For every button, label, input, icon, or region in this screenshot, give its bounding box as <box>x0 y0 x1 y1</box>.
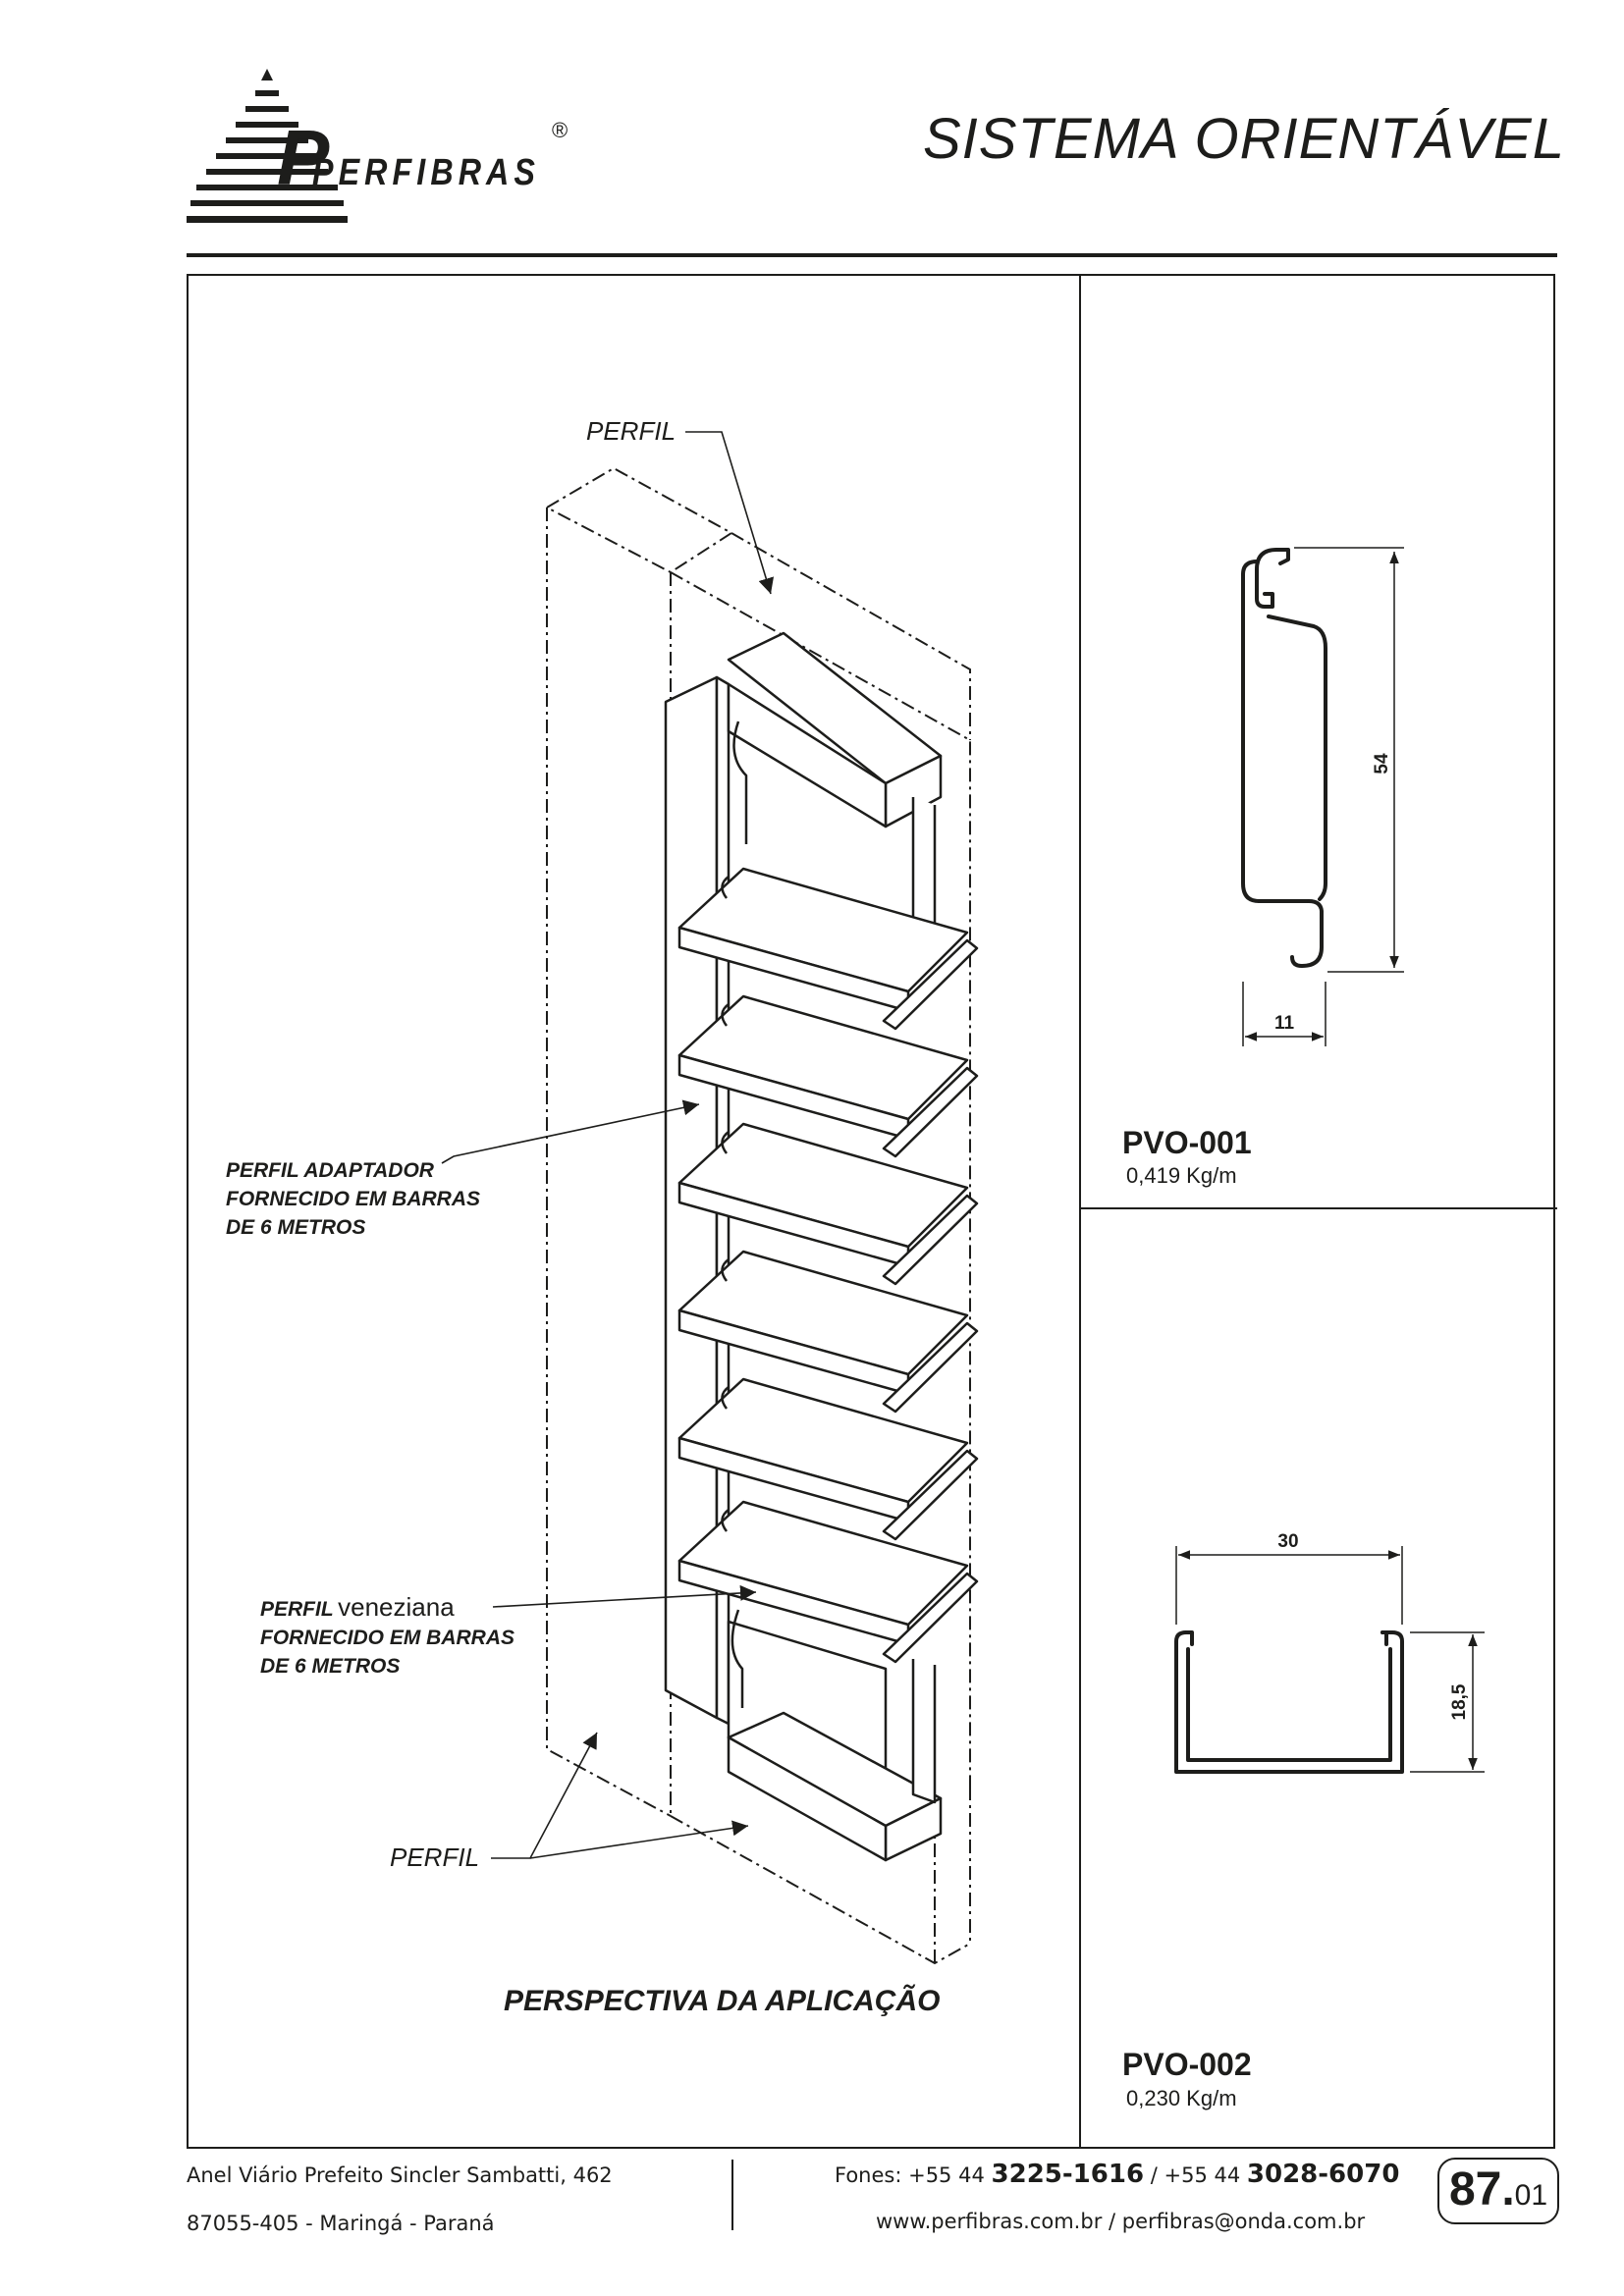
pvo-002-code: PVO-002 <box>1122 2047 1252 2082</box>
phone-2: 3028-6070 <box>1246 2160 1400 2189</box>
label-perfil-bottom: PERFIL <box>390 1842 480 1872</box>
phone-numbers: Fones: +55 44 3225-1616 / +55 44 3028-60… <box>835 2160 1399 2189</box>
pvo-002-height-dim: 18,5 <box>1449 1683 1470 1720</box>
svg-text:P: P <box>277 114 330 201</box>
label-perfil-veneziana: PERFIL veneziana FORNECIDO EM BARRAS DE … <box>260 1592 514 1681</box>
label-blind-line2: FORNECIDO EM BARRAS <box>260 1627 515 1649</box>
phone-1: 3225-1616 <box>991 2160 1145 2189</box>
page-number-sub: 01 <box>1514 2179 1548 2212</box>
document-title: SISTEMA ORIENTÁVEL <box>923 107 1565 171</box>
perspective-caption: PERSPECTIVA DA APLICAÇÃO <box>504 1985 941 2017</box>
pvo-001-code: PVO-001 <box>1122 1125 1252 1160</box>
label-blind-line3: DE 6 METROS <box>260 1655 401 1678</box>
pvo-001-weight: 0,419 Kg/m <box>1126 1163 1237 1188</box>
label-adapter-line1: PERFIL ADAPTADOR <box>226 1159 434 1182</box>
pvo-001-section <box>1241 548 1327 968</box>
pvo-002-section <box>1174 1630 1404 1774</box>
header-divider <box>187 253 1557 257</box>
perfibras-logo: P PERFIBRAS ® <box>187 69 568 223</box>
label-adapter-line3: DE 6 METROS <box>226 1216 366 1239</box>
label-blind-word: veneziana <box>338 1592 455 1622</box>
pvo-001-width-dim: 11 <box>1274 1013 1295 1034</box>
louver-blades <box>677 867 979 1664</box>
page-number: 87.01 <box>1437 2158 1559 2224</box>
pvo-002-weight: 0,230 Kg/m <box>1126 2086 1237 2110</box>
leader-lines <box>441 431 775 1859</box>
address-line-1: Anel Viário Prefeito Sincler Sambatti, 4… <box>187 2163 613 2187</box>
website-email: www.perfibras.com.br / perfibras@onda.co… <box>876 2210 1366 2233</box>
pvo-002-width-dim: 30 <box>1277 1531 1298 1552</box>
logo-wordmark: PERFIBRAS <box>312 152 540 193</box>
phones-separator: / +55 44 <box>1150 2163 1241 2187</box>
pvo-001-height-dim: 54 <box>1372 753 1392 774</box>
label-adapter-line2: FORNECIDO EM BARRAS <box>226 1188 481 1210</box>
phones-prefix: Fones: +55 44 <box>835 2163 985 2187</box>
drawing-frame <box>187 274 1555 2149</box>
label-perfil-adaptador: PERFIL ADAPTADOR FORNECIDO EM BARRAS DE … <box>226 1156 480 1242</box>
registered-mark: ® <box>552 118 568 142</box>
pvo-001-dimensions <box>1242 547 1404 1046</box>
pvo-002-dimensions <box>1175 1546 1485 1773</box>
footer-divider <box>731 2160 733 2230</box>
address-line-2: 87055-405 - Maringá - Paraná <box>187 2212 495 2235</box>
label-perfil-top: PERFIL <box>586 416 677 446</box>
label-blind-prefix: PERFIL <box>260 1598 334 1621</box>
frame-vertical-divider <box>1079 274 1081 2149</box>
page-number-main: 87. <box>1448 2163 1515 2216</box>
frame-horizontal-divider <box>1079 1207 1557 1209</box>
